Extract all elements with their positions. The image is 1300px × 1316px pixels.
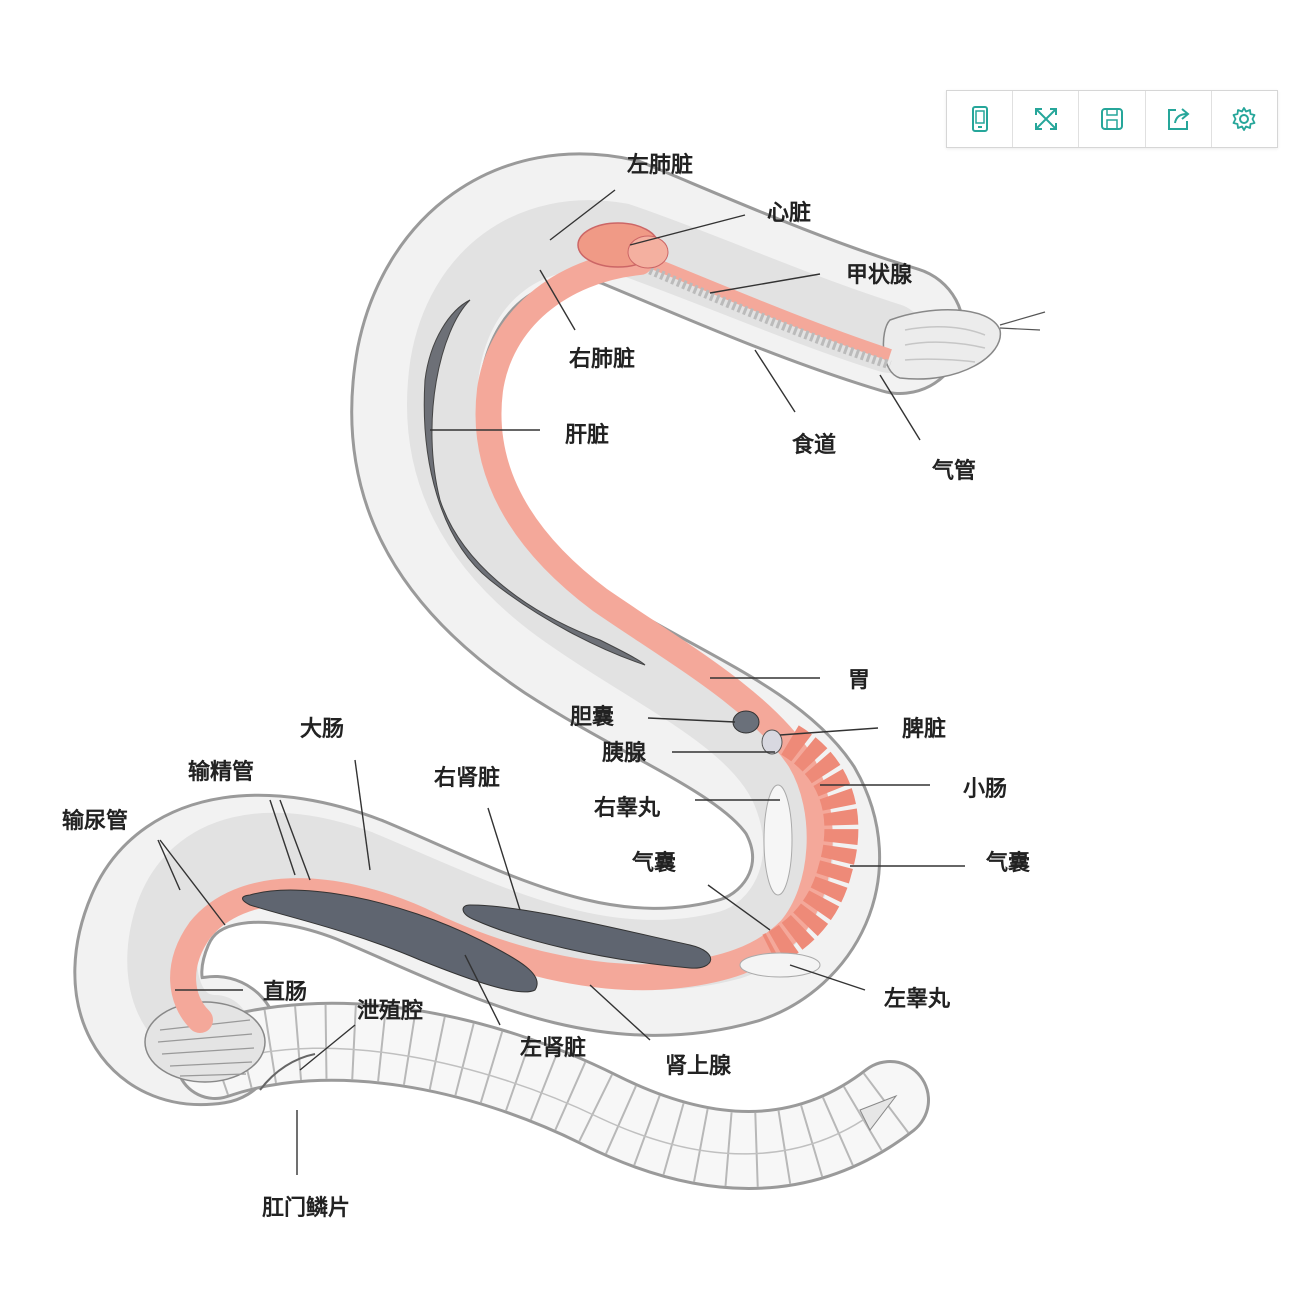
- label-adrenal: 肾上腺: [665, 1054, 732, 1079]
- label-rectum: 直肠: [263, 979, 307, 1005]
- label-stomach: 胃: [848, 668, 870, 693]
- label-cloaca: 泄殖腔: [357, 998, 423, 1024]
- save-button[interactable]: [1079, 91, 1146, 147]
- label-trachea: 气管: [931, 458, 976, 484]
- label-small-intestine: 小肠: [963, 777, 1007, 802]
- tablet-icon: [971, 106, 988, 132]
- right-testis: [763, 784, 793, 896]
- tail-scales: [175, 1001, 930, 1190]
- label-air-sac-inner: 气囊: [631, 850, 676, 876]
- label-large-intestine: 大肠: [300, 717, 344, 742]
- labels: 左肺脏 心脏 甲状腺 右肺脏 肝脏 食道 气管 胃 胆囊 脾脏 胰腺 小肠 右睾…: [62, 152, 1030, 1221]
- label-ureter: 输尿管: [62, 808, 128, 834]
- spleen: [761, 729, 783, 755]
- label-anal-scale: 肛门鳞片: [262, 1195, 350, 1221]
- label-left-kidney: 左肾脏: [520, 1035, 586, 1061]
- label-esophagus: 食道: [792, 432, 836, 458]
- heart: [577, 222, 669, 269]
- cloaca-rings: [144, 1001, 316, 1091]
- label-right-kidney: 右肾脏: [434, 765, 500, 791]
- kidneys: [242, 889, 712, 993]
- label-heart: 心脏: [767, 200, 811, 226]
- save-icon: [1101, 108, 1123, 130]
- label-thyroid: 甲状腺: [846, 263, 913, 288]
- leader-lines: [157, 189, 965, 1175]
- trachea-esophagus: [647, 256, 892, 370]
- image-toolbar: [946, 90, 1278, 148]
- label-left-lung: 左肺脏: [627, 152, 693, 178]
- label-pancreas: 胰腺: [602, 741, 647, 766]
- label-left-testis: 左睾丸: [884, 986, 951, 1012]
- share-icon: [1168, 108, 1190, 130]
- fullscreen-icon: [1034, 108, 1057, 130]
- label-liver: 肝脏: [565, 422, 609, 448]
- label-vas-deferens: 输精管: [188, 759, 254, 785]
- left-testis: [739, 952, 821, 978]
- snake-body: [73, 152, 965, 1106]
- snake-head: [882, 309, 1046, 380]
- tablet-view-button[interactable]: [947, 91, 1014, 147]
- label-air-sac-outer: 气囊: [985, 850, 1030, 876]
- label-right-lung: 右肺脏: [569, 346, 635, 372]
- label-gallbladder: 胆囊: [570, 704, 614, 730]
- label-right-testis: 右睾丸: [594, 795, 661, 821]
- settings-button[interactable]: [1212, 91, 1277, 147]
- liver: [423, 299, 646, 666]
- gallbladder: [732, 710, 760, 734]
- label-spleen: 脾脏: [902, 716, 946, 742]
- share-button[interactable]: [1146, 91, 1212, 147]
- settings-gear-icon: [1233, 107, 1256, 131]
- fullscreen-button[interactable]: [1013, 91, 1080, 147]
